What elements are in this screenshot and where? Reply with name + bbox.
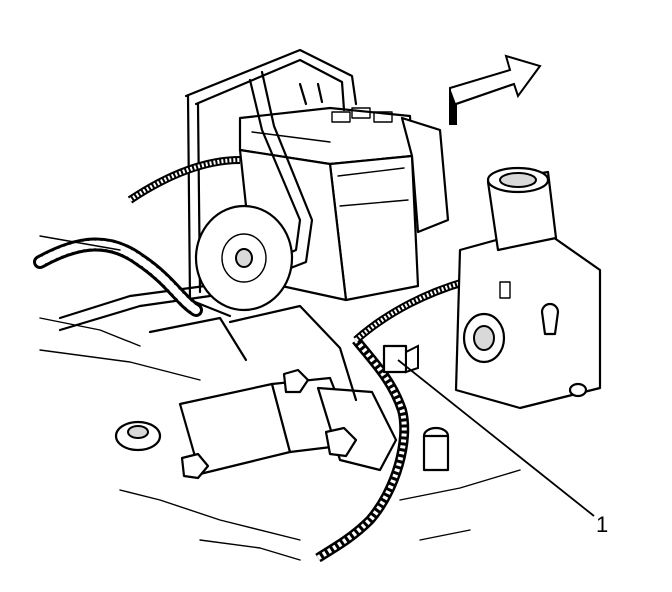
wiring-harness: [33, 156, 466, 563]
direction-arrow: [449, 54, 542, 125]
pump-motor: [194, 204, 294, 312]
brake-lines: [58, 48, 358, 332]
retaining-nut: [382, 344, 408, 374]
lower-crossmember: [148, 304, 398, 476]
callout-1-label: 1: [596, 512, 609, 537]
mounting-bracket: [454, 166, 602, 410]
context-lines: [39, 235, 521, 561]
callout-1-leader: [397, 359, 595, 517]
